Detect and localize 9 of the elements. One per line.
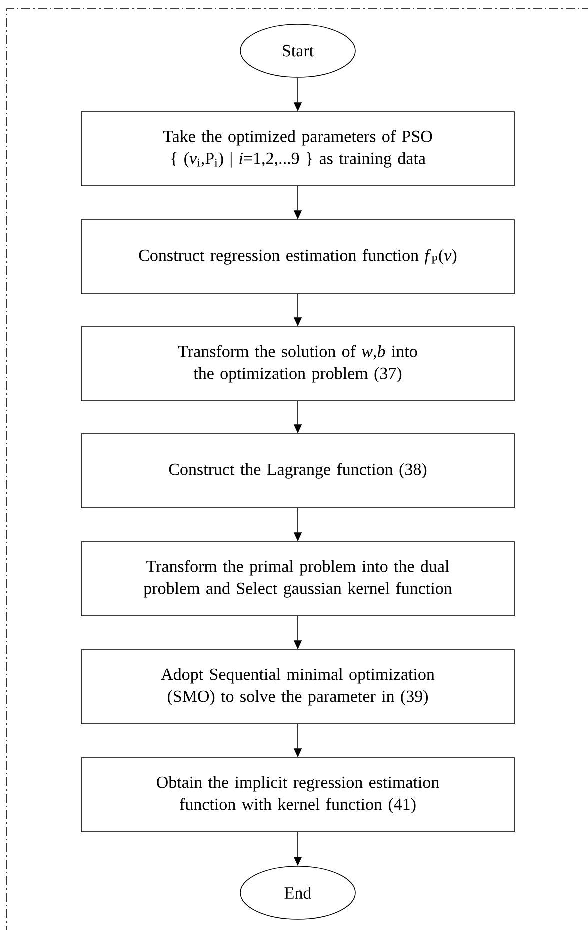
terminal-oval: Start <box>240 24 356 78</box>
process-box: Obtain the implicit regression estimation function with kernel function (41) <box>81 758 515 832</box>
process-box: Construct regression estimation function f$_{P}$(v) <box>81 220 515 294</box>
process-box: Transform the primal problem into the dual problem and Select gaussian kernel function <box>81 542 515 616</box>
process-box: Take the optimized parameters of PSO { (v$_{i}$,P$_{i}$) | i=1,2,...9 } as training data <box>81 112 515 186</box>
terminal-oval: End <box>240 866 356 920</box>
process-box: Construct the Lagrange function (38) <box>81 434 515 508</box>
process-box: Transform the solution of w,b into the optimization problem (37) <box>81 326 515 402</box>
process-box: Adopt Sequential minimal optimization (SMO) to solve the parameter in (39) <box>81 650 515 724</box>
